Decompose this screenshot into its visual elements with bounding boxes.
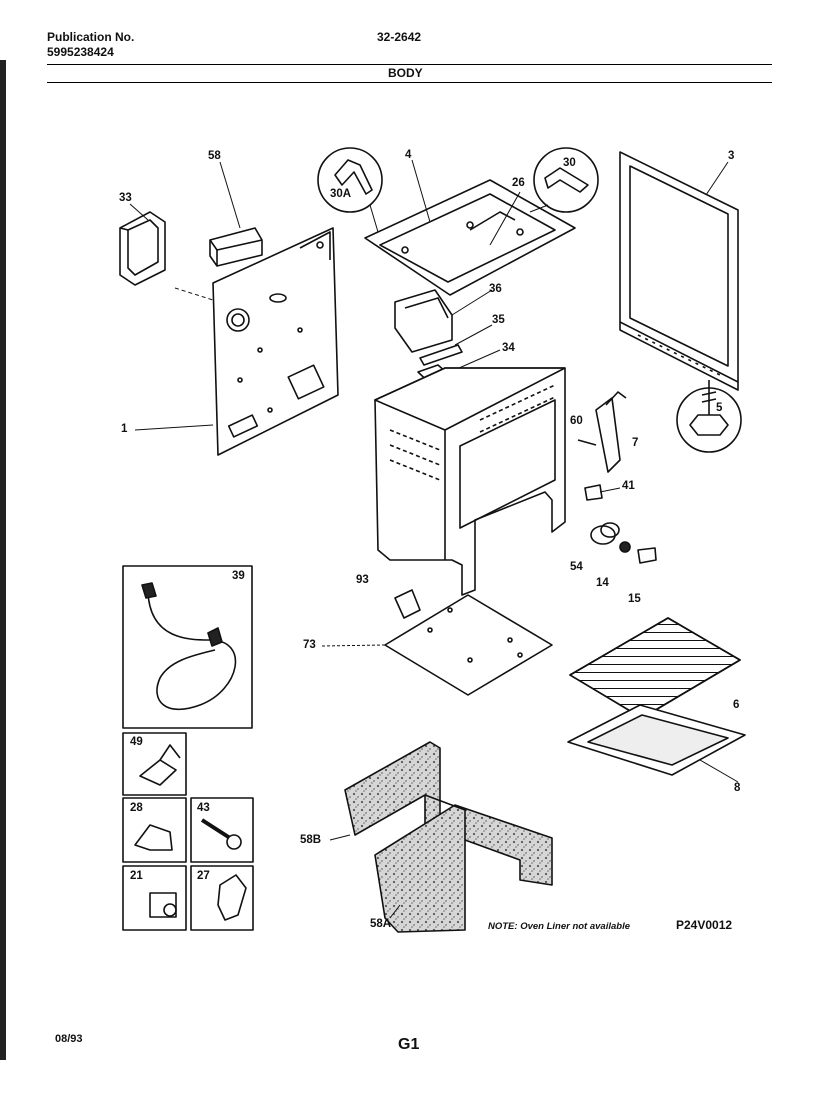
callout-60: 60 — [570, 415, 583, 427]
callout-3: 3 — [728, 150, 735, 162]
footer-page-number: G1 — [398, 1036, 420, 1053]
part-30A-inset — [317, 147, 383, 213]
callout-8: 8 — [734, 782, 741, 794]
callout-5: 5 — [716, 402, 723, 414]
scan-edge-mark — [0, 60, 6, 1060]
oven-body-shell — [374, 367, 566, 596]
part-1-rear-panel — [212, 227, 339, 456]
callout-54: 54 — [570, 561, 583, 573]
part-54-14-15-knob-assembly — [590, 522, 657, 564]
callout-26: 26 — [512, 177, 525, 189]
model-number: 32-2642 — [377, 30, 422, 44]
part-5-leveling-leg-inset — [676, 380, 742, 453]
callout-36: 36 — [489, 283, 502, 295]
part-6-oven-rack — [569, 617, 741, 719]
part-30-inset — [533, 147, 599, 213]
callout-35: 35 — [492, 314, 505, 326]
part-73-bottom-plate — [384, 594, 553, 696]
part-3-door-frame — [619, 151, 739, 391]
callout-15: 15 — [628, 593, 641, 605]
callout-34: 34 — [502, 342, 515, 354]
part-58A-58B-insulation — [344, 741, 553, 933]
callout-21: 21 — [130, 870, 143, 882]
part-21-box — [122, 865, 187, 931]
callout-7: 7 — [632, 437, 639, 449]
callout-58: 58 — [208, 150, 221, 162]
callout-27: 27 — [197, 870, 210, 882]
publication-label: Publication No. — [47, 30, 135, 44]
callout-33: 33 — [119, 192, 132, 204]
part-39-power-cord-box — [122, 565, 253, 729]
part-49-box — [122, 732, 187, 796]
section-title: BODY — [388, 66, 423, 80]
part-4-top-panel — [364, 179, 576, 296]
header-rule-2 — [47, 82, 772, 83]
part-28-box — [122, 797, 187, 863]
callout-41: 41 — [622, 480, 635, 492]
callout-73: 73 — [303, 639, 316, 651]
callout-58A: 58A — [370, 918, 392, 930]
part-93-bracket — [394, 589, 421, 619]
callout-30: 30 — [563, 157, 576, 169]
callout-43: 43 — [197, 802, 210, 814]
publication-number: 5995238424 — [47, 45, 114, 59]
diagram-code: P24V0012 — [676, 918, 733, 932]
callout-58B: 58B — [300, 834, 322, 846]
callout-93: 93 — [356, 574, 369, 586]
part-58-block — [209, 227, 263, 267]
callout-39: 39 — [232, 570, 245, 582]
callout-30A: 30A — [330, 188, 352, 200]
callout-6: 6 — [733, 699, 740, 711]
callout-1: 1 — [121, 423, 128, 435]
part-7-hinge — [595, 391, 627, 473]
oven-liner-note: NOTE: Oven Liner not available — [488, 921, 631, 932]
part-43-box — [190, 797, 254, 863]
header-rule — [47, 64, 772, 65]
callout-4: 4 — [405, 149, 412, 161]
part-27-box — [190, 865, 254, 931]
callout-28: 28 — [130, 802, 143, 814]
part-41-screw — [584, 484, 603, 501]
part-8-broiler-pan — [567, 704, 746, 783]
callout-14: 14 — [596, 577, 609, 589]
callout-49: 49 — [130, 736, 143, 748]
part-33-bracket — [119, 211, 166, 286]
part-36-vent — [394, 289, 453, 353]
footer-date: 08/93 — [55, 1033, 83, 1045]
